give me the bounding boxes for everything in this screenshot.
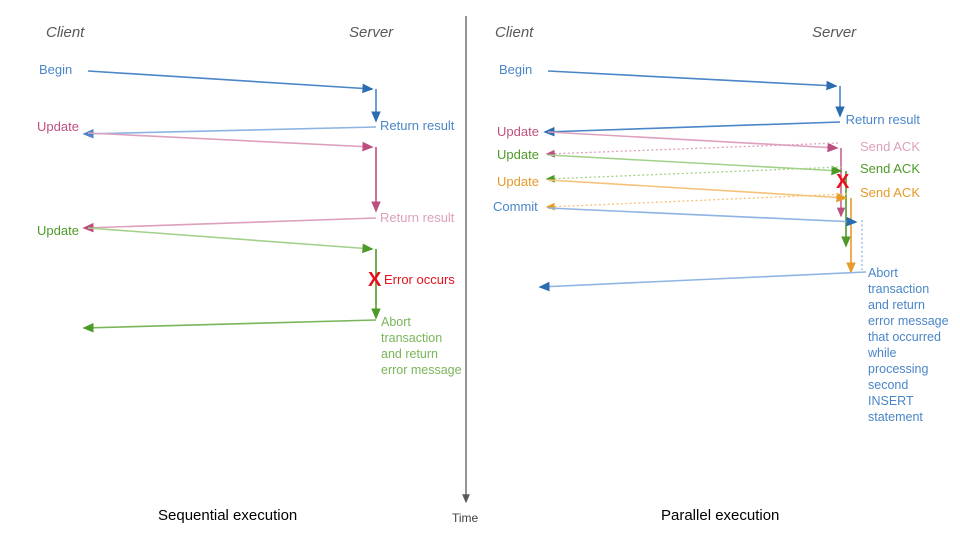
arrow-return-result-p [543,121,841,137]
arrow-update2-request-p [547,154,843,176]
arrow-update1-request [87,132,374,152]
left-abort-message: Abort transaction and return error messa… [381,315,462,377]
arrow-return-result-2 [82,217,377,233]
arrow-send-ack-orange [545,193,848,211]
left-error-label: Error occurs [384,272,455,287]
right-message-send-ack-1: Send ACK [860,139,920,154]
arrow-begin-request [87,70,374,94]
right-header-server: Server [812,24,857,41]
right-message-update-1: Update [497,124,539,139]
right-header-client: Client [495,24,534,41]
arrow-update1-request-p [547,131,839,153]
left-message-return-result-1: Return result [380,118,455,133]
arrow-begin-request-p [547,70,838,91]
left-message-return-result-2: Return result [380,210,455,225]
time-axis-label: Time [452,511,479,525]
right-panel-title: Parallel execution [661,507,780,524]
arrow-abort-response [82,319,377,333]
left-header-client: Client [46,24,85,41]
arrow-send-ack-green [545,166,843,183]
arrow-abort-response-p [538,271,867,292]
right-message-begin: Begin [499,62,533,77]
right-message-return-result: Return result [845,112,920,127]
left-panel-title: Sequential execution [158,507,298,524]
right-abort-message: Abort transaction and return error messa… [868,266,949,424]
arrow-send-ack-pink [545,142,839,158]
right-message-send-ack-3: Send ACK [860,185,920,200]
error-x-icon-left: X [368,269,382,291]
left-panel-arrows [82,70,381,333]
arrow-update2-request [87,227,374,254]
left-message-update-2: Update [37,223,79,238]
arrow-update3-request-p [547,179,848,203]
right-message-commit: Commit [493,199,538,214]
right-message-send-ack-2: Send ACK [860,161,920,176]
right-panel-arrows [538,70,867,292]
arrow-commit-request [547,207,858,227]
left-message-update-1: Update [37,119,79,134]
error-x-icon-right: X [836,171,850,193]
arrow-return-result-1 [82,126,377,139]
right-message-update-3: Update [497,174,539,189]
right-message-update-2: Update [497,147,539,162]
left-message-begin: Begin [39,62,73,77]
left-header-server: Server [349,24,394,41]
